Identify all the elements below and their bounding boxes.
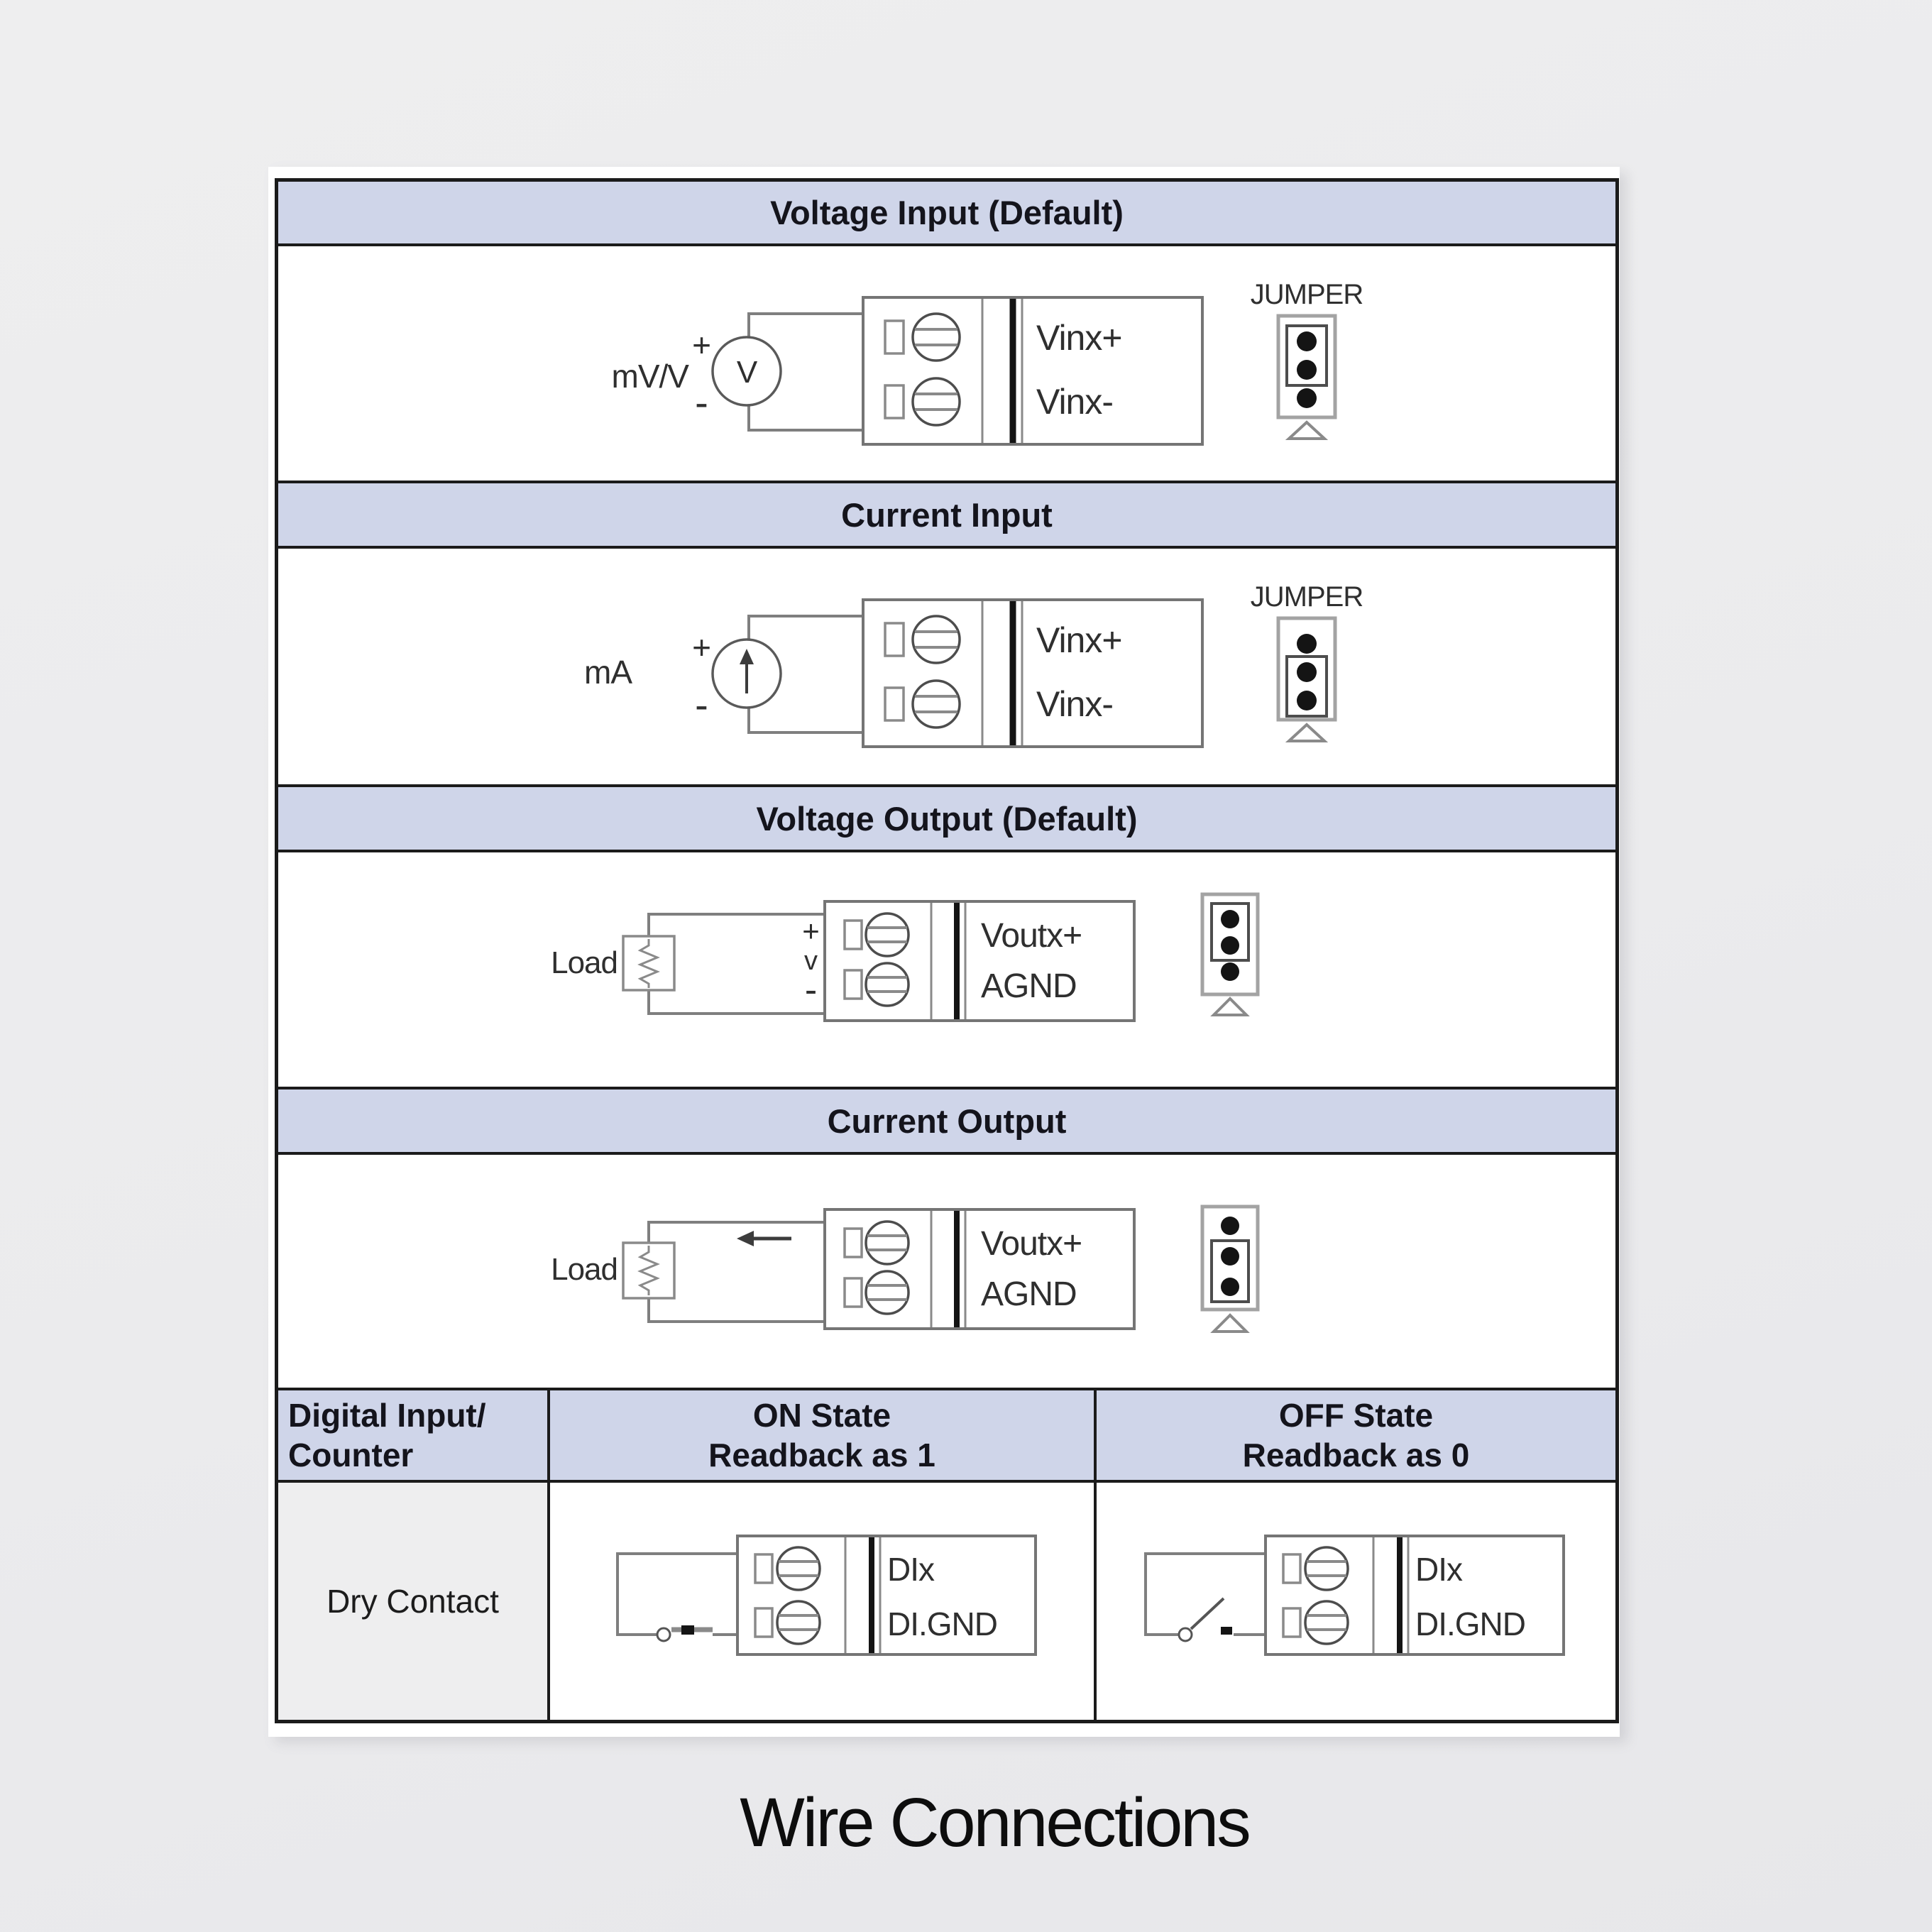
diagram-row-voltage-output [278,852,1615,1090]
section-header-voltage-input-label: Voltage Input (Default) [770,194,1124,231]
section-header-voltage-output: Voltage Output (Default) [278,787,1615,852]
off-state-header-line1: OFF State [1278,1397,1434,1434]
digital-input-header-row: Digital Input/ Counter ON State Readback… [278,1390,1615,1483]
section-header-voltage-output-label: Voltage Output (Default) [756,799,1138,838]
section-header-current-input-label: Current Input [841,495,1053,534]
off-state-header-cell: OFF State Readback as 0 [1097,1390,1615,1480]
section-header-current-input: Current Input [278,483,1615,549]
section-header-current-output: Current Output [278,1090,1615,1155]
dry-contact-row: Dry Contact [278,1483,1615,1720]
off-state-header-line2: Readback as 0 [1242,1437,1470,1473]
on-state-header-line1: ON State [752,1397,891,1434]
dry-contact-off-diagram-cell [1097,1483,1615,1720]
document-page: Voltage Input (Default) Current Input Vo… [268,167,1620,1737]
section-header-current-output-label: Current Output [827,1102,1067,1140]
section-header-voltage-input: Voltage Input (Default) [278,182,1615,246]
on-state-header-line2: Readback as 1 [708,1437,935,1473]
diagram-row-voltage-input [278,246,1615,483]
dry-contact-label-cell: Dry Contact [278,1483,550,1720]
diagram-row-current-input [278,549,1615,787]
on-state-header-cell: ON State Readback as 1 [550,1390,1097,1480]
digital-input-counter-header-cell: Digital Input/ Counter [278,1390,550,1480]
page-title: Wire Connections [740,1784,1251,1861]
dry-contact-label: Dry Contact [326,1583,499,1620]
dry-contact-on-diagram-cell [550,1483,1097,1720]
wire-connections-table: Voltage Input (Default) Current Input Vo… [275,178,1619,1723]
digital-input-header-line1: Digital Input/ [288,1397,486,1434]
digital-input-header-line2: Counter [288,1437,414,1473]
diagram-row-current-output [278,1155,1615,1390]
